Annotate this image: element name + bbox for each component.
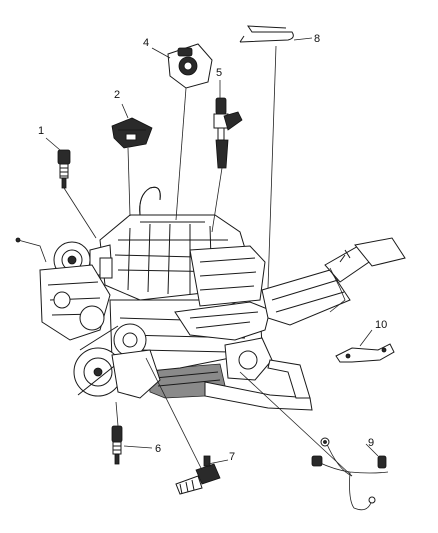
- callout-5: 5: [216, 67, 222, 79]
- part-7-sensor: [175, 455, 221, 495]
- callout-labels: 1 2 4 5 6 7 8 9 10: [38, 33, 387, 463]
- part-1-sensor: [57, 149, 71, 189]
- leader-lines: [45, 37, 379, 477]
- part-5-sensor: [213, 97, 243, 169]
- engine-assembly: [15, 186, 273, 399]
- callout-10: 10: [375, 319, 387, 331]
- part-4-sensor: [167, 43, 213, 89]
- callout-7: 7: [229, 451, 235, 463]
- callout-2: 2: [114, 89, 120, 101]
- exhaust-system: [204, 237, 406, 411]
- callout-1: 1: [38, 125, 44, 137]
- callout-8: 8: [314, 33, 320, 45]
- part-8-clip: [239, 25, 294, 43]
- part-10-bracket: [335, 343, 395, 363]
- callout-4: 4: [143, 37, 149, 49]
- part-2-sensor: [111, 117, 153, 149]
- callout-6: 6: [155, 443, 161, 455]
- callout-9: 9: [368, 437, 374, 449]
- part-6-sensor: [111, 425, 123, 465]
- part-9-harness: [311, 437, 389, 511]
